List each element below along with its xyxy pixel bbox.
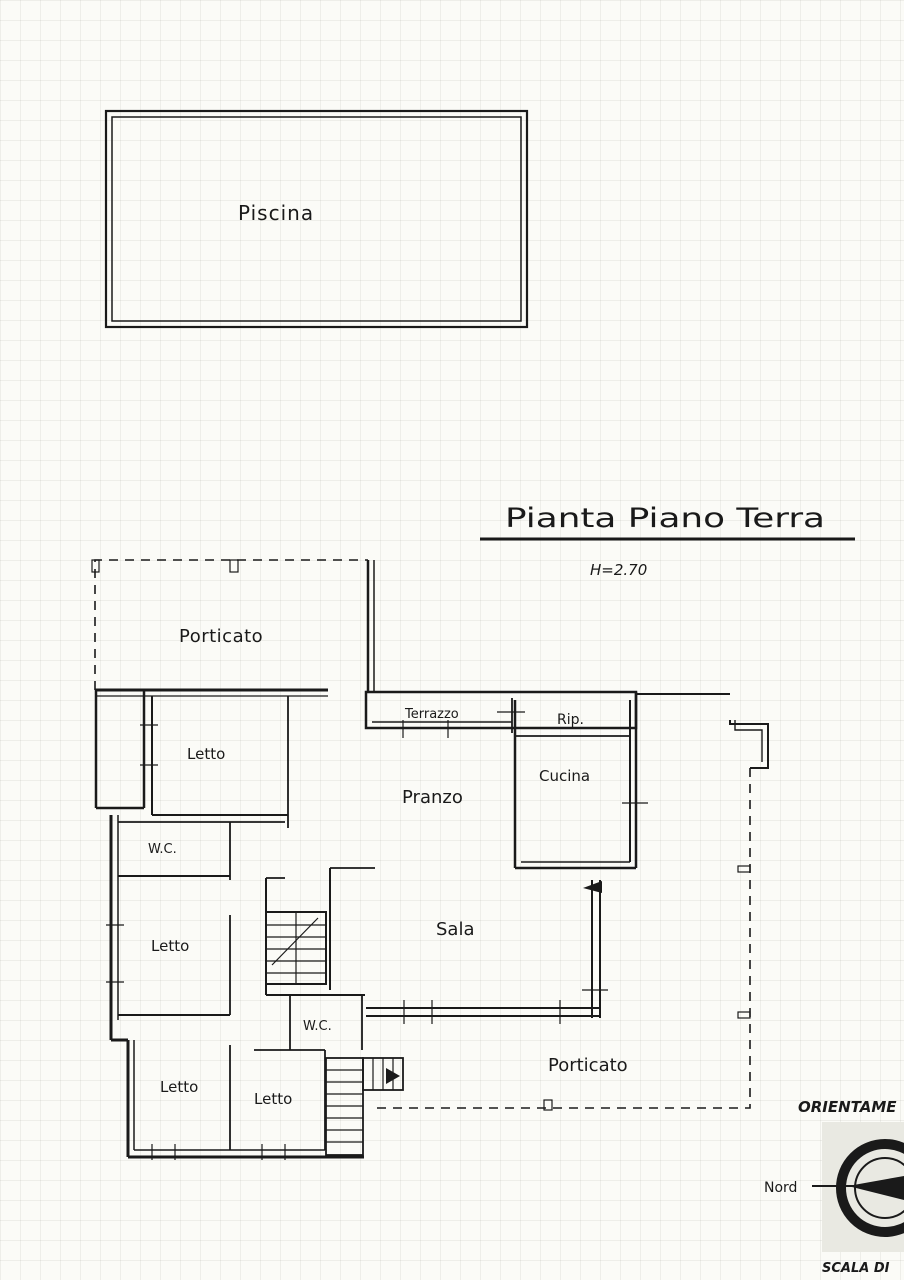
room-label-porticato-top: Porticato: [179, 626, 263, 647]
scale-label: SCALA DI: [822, 1261, 890, 1276]
room-label-cucina: Cucina: [539, 767, 590, 785]
room-label-rip: Rip.: [557, 712, 584, 728]
room-label-terrazzo: Terrazzo: [404, 707, 459, 722]
room-label-wc-1: W.C.: [148, 842, 177, 857]
compass-icon: [812, 1122, 904, 1252]
pool: [104, 109, 529, 329]
central-walls: [364, 690, 730, 1024]
room-label-pranzo: Pranzo: [402, 787, 463, 808]
room-label-porticato-bottom: Porticato: [548, 1055, 628, 1076]
plan-title: Pianta Piano Terra: [505, 503, 825, 534]
room-label-letto-2: Letto: [151, 937, 189, 955]
room-label-sala: Sala: [436, 919, 475, 940]
north-label: Nord: [764, 1180, 797, 1196]
room-label-wc-2: W.C.: [303, 1019, 332, 1034]
upper-porch-outline: [91, 559, 375, 692]
interior-stair: [265, 867, 375, 1050]
room-label-letto-4: Letto: [254, 1090, 292, 1108]
height-note: H=2.70: [590, 561, 647, 579]
pool-label: Piscina: [238, 201, 314, 225]
orientation-label: ORIENTAME: [798, 1098, 897, 1116]
room-label-letto-1: Letto: [187, 745, 225, 763]
lower-porch-outline: [375, 720, 769, 1111]
exterior-stair: [325, 1057, 404, 1156]
room-label-letto-3: Letto: [160, 1078, 198, 1096]
